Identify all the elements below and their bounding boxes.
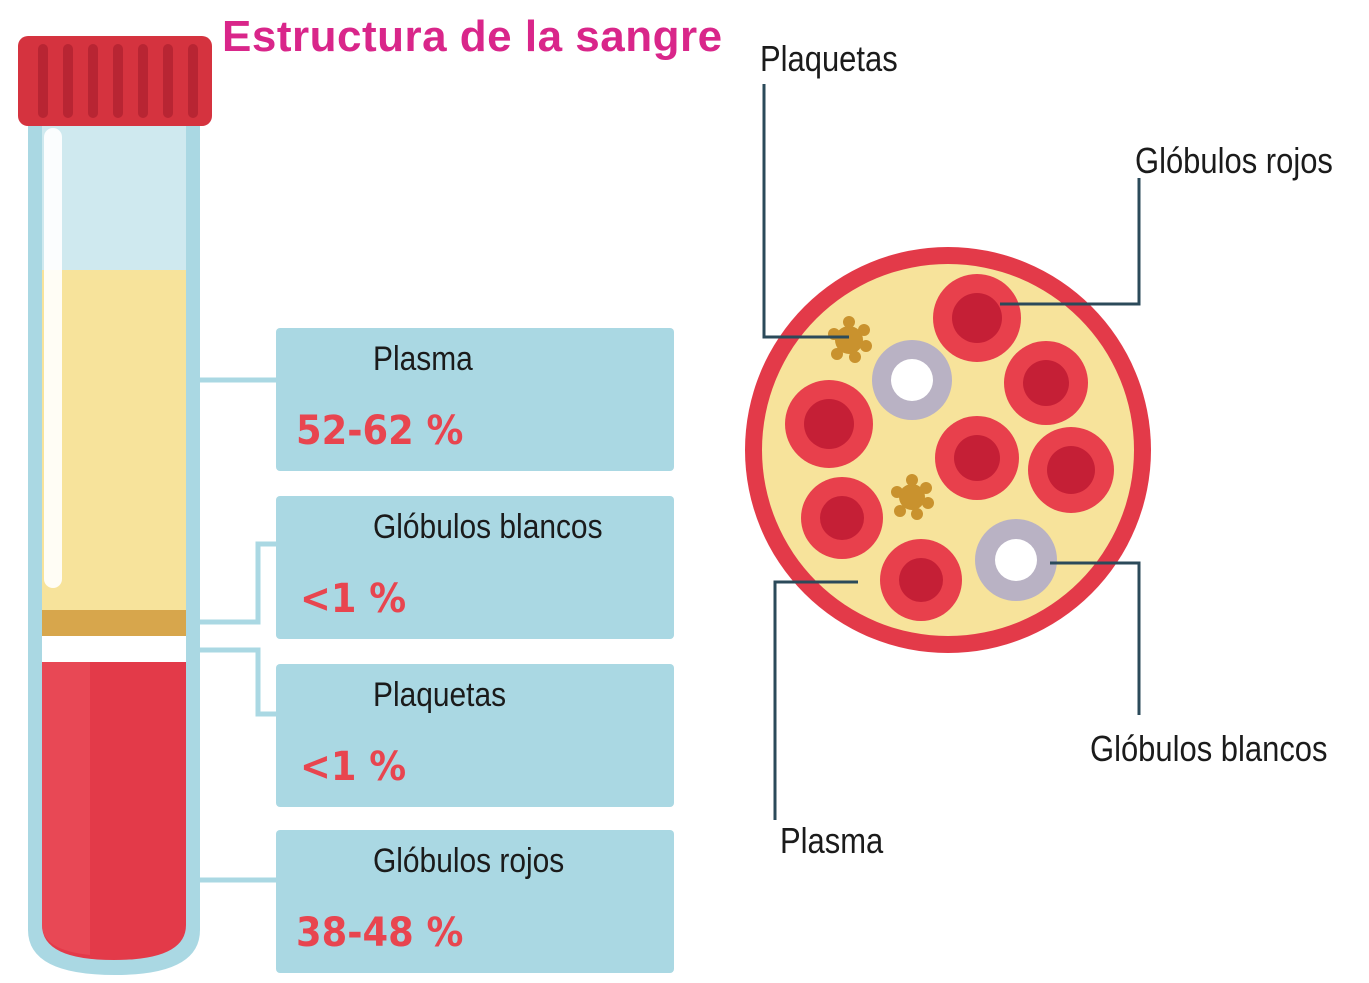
- tube-plasma-layer: [42, 270, 186, 612]
- diagram-label-white-cells: Glóbulos blancos: [1090, 728, 1328, 769]
- diagram-leader-lines: [762, 84, 1141, 820]
- component-card-plasma: Plasma 52-62 %: [276, 328, 674, 471]
- test-tube: [18, 36, 212, 975]
- component-label: Glóbulos blancos: [373, 508, 603, 546]
- tube-connectors: [200, 377, 278, 883]
- red-blood-cells: [785, 274, 1114, 621]
- component-card-red-cells: Glóbulos rojos 38-48 %: [276, 830, 674, 973]
- component-label: Glóbulos rojos: [373, 842, 565, 880]
- component-percentage: <1 %: [300, 576, 407, 622]
- white-blood-cells: [872, 340, 1057, 601]
- tube-cap: [18, 36, 212, 126]
- component-card-white-cells: Glóbulos blancos <1 %: [276, 496, 674, 639]
- component-percentage: <1 %: [300, 744, 407, 790]
- diagram-label-red-cells: Glóbulos rojos: [1135, 140, 1333, 181]
- diagram-label-platelets: Plaquetas: [760, 38, 898, 79]
- diagram-label-plasma: Plasma: [780, 820, 884, 861]
- blood-sample-circle: [745, 247, 1151, 653]
- component-card-platelets: Plaquetas <1 %: [276, 664, 674, 807]
- tube-buffy-coat-layer: [42, 610, 186, 636]
- component-label: Plasma: [373, 340, 473, 378]
- component-label: Plaquetas: [373, 676, 507, 714]
- page-title: Estructura de la sangre: [222, 12, 723, 61]
- component-percentage: 38-48 %: [296, 910, 464, 956]
- component-percentage: 52-62 %: [296, 408, 464, 454]
- platelets: [828, 316, 934, 520]
